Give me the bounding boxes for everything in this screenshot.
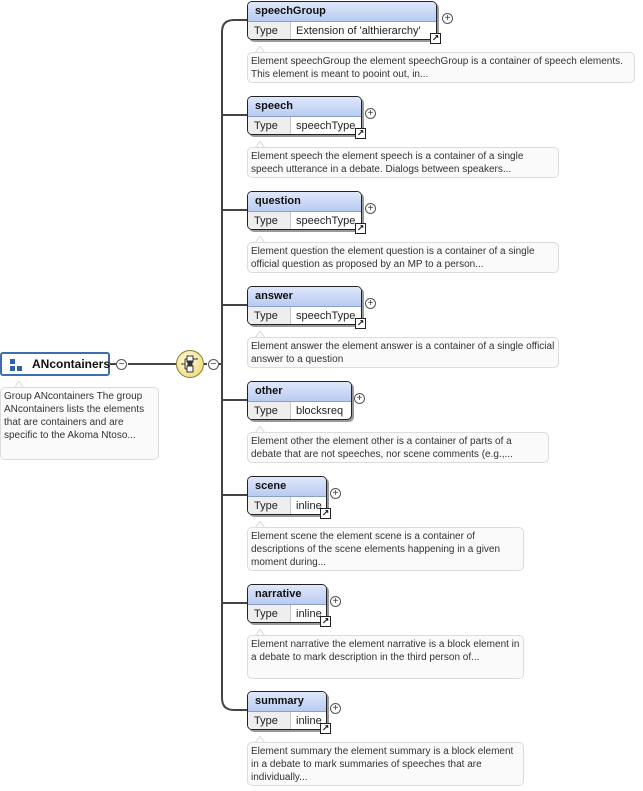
expand-icon[interactable]: + (442, 13, 453, 24)
sequence-icon (181, 355, 198, 373)
element-name: scene (248, 477, 326, 497)
type-key: Type (248, 307, 291, 324)
reference-arrow-icon[interactable]: ↗ (320, 508, 331, 519)
reference-arrow-icon[interactable]: ↗ (355, 223, 366, 234)
group-icon (10, 359, 22, 371)
sequence-compositor[interactable] (176, 350, 204, 378)
group-documentation: Group ANcontainers The group ANcontainer… (0, 387, 159, 460)
expand-icon[interactable]: + (330, 488, 341, 499)
element-name: question (248, 192, 361, 212)
type-value: inline (296, 500, 322, 512)
element-name: other (248, 382, 351, 402)
type-key: Type (248, 712, 291, 729)
type-value: speechType (296, 120, 356, 132)
type-value: inline (296, 608, 322, 620)
type-value: blocksreq (296, 405, 344, 417)
element-documentation: Element summary the element summary is a… (247, 742, 524, 786)
element-documentation: Element question the element question is… (247, 242, 559, 273)
element-documentation: Element scene the element scene is a con… (247, 527, 524, 571)
element-name: speechGroup (248, 2, 436, 22)
reference-arrow-icon[interactable]: ↗ (430, 33, 441, 44)
doc-pointer-icon (255, 331, 265, 338)
element-documentation: Element speech the element speech is a c… (247, 147, 559, 178)
expand-icon[interactable]: + (365, 298, 376, 309)
reference-arrow-icon[interactable]: ↗ (355, 318, 366, 329)
doc-pointer-icon (255, 141, 265, 148)
type-value: inline (296, 715, 322, 727)
element-documentation: Element speechGroup the element speechGr… (247, 52, 635, 83)
type-value: Extension of 'althierarchy' (296, 25, 421, 37)
type-key: Type (248, 402, 291, 419)
expand-icon[interactable]: + (365, 203, 376, 214)
doc-pointer-icon (255, 46, 265, 53)
element-documentation: Element answer the element answer is a c… (247, 337, 559, 368)
expand-icon[interactable]: + (330, 596, 341, 607)
group-ancontainers[interactable]: ANcontainers (0, 352, 110, 376)
group-collapse-icon[interactable]: − (116, 359, 127, 370)
doc-pointer-icon (255, 426, 265, 433)
element-name: narrative (248, 585, 326, 605)
element-name: speech (248, 97, 361, 117)
doc-pointer-icon (255, 736, 265, 743)
type-key: Type (248, 117, 291, 134)
sequence-collapse-icon[interactable]: − (208, 359, 219, 370)
type-key: Type (248, 22, 291, 39)
group-name: ANcontainers (32, 357, 111, 371)
reference-arrow-icon[interactable]: ↗ (320, 723, 331, 734)
reference-arrow-icon[interactable]: ↗ (355, 128, 366, 139)
expand-icon[interactable]: + (365, 108, 376, 119)
type-key: Type (248, 497, 291, 514)
type-value: speechType (296, 310, 356, 322)
doc-pointer-icon (14, 381, 24, 388)
element-name: summary (248, 692, 326, 712)
expand-icon[interactable]: + (354, 393, 365, 404)
expand-icon[interactable]: + (330, 703, 341, 714)
type-key: Type (248, 605, 291, 622)
type-key: Type (248, 212, 291, 229)
type-value: speechType (296, 215, 356, 227)
doc-pointer-icon (255, 236, 265, 243)
element-documentation: Element narrative the element narrative … (247, 635, 524, 679)
doc-pointer-icon (255, 521, 265, 528)
doc-pointer-icon (255, 629, 265, 636)
element-name: answer (248, 287, 361, 307)
reference-arrow-icon[interactable]: ↗ (320, 616, 331, 627)
element-documentation: Element other the element other is a con… (247, 432, 549, 463)
